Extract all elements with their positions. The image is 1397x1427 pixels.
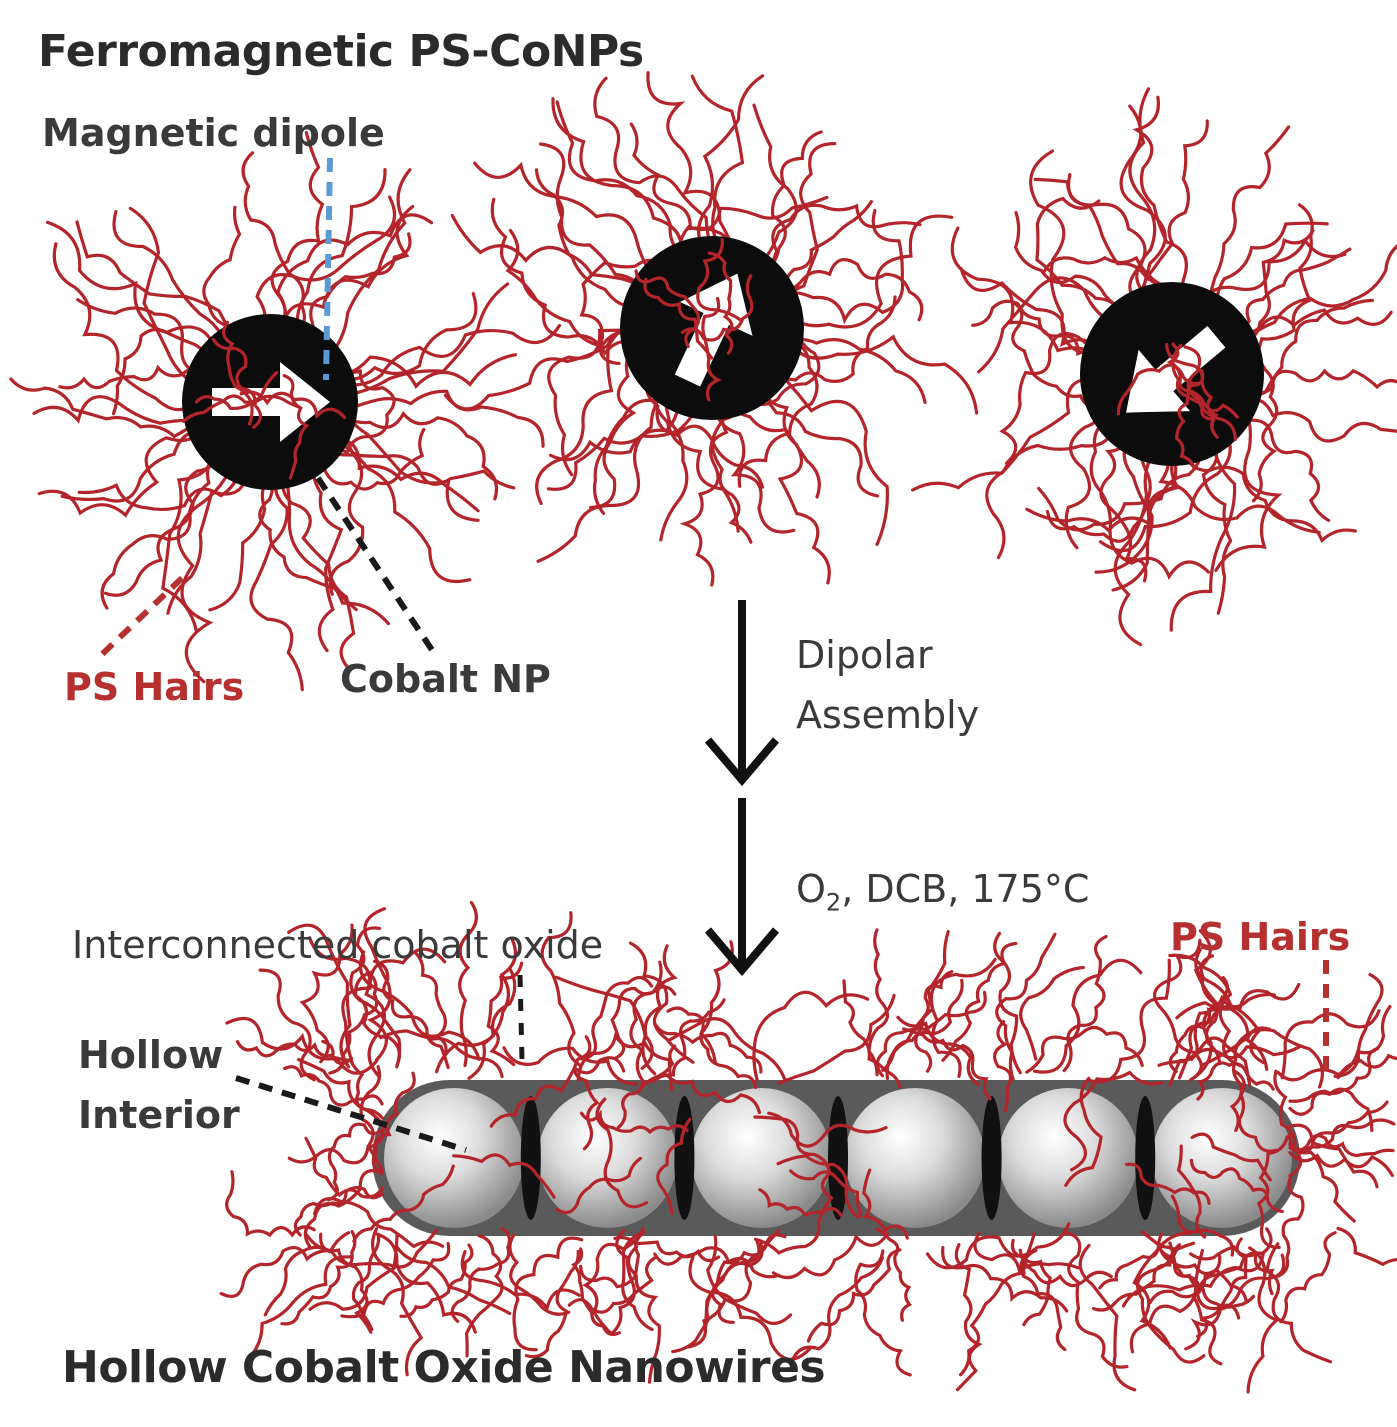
polymer-hair [1290,1048,1378,1101]
polymer-hair [808,1250,900,1341]
nanowire-layer [372,1080,1300,1236]
polymer-hair [78,300,208,374]
ps-hairs-label-bottom: PS Hairs [1170,918,1350,956]
reaction-conditions: O2, DCB, 175°C [796,870,1089,915]
top-title: Ferromagnetic PS-CoNPs [38,30,644,74]
polymer-hair [325,170,410,362]
condition-o: O [796,867,826,911]
polymer-hair [227,1172,315,1235]
polymer-hair [773,366,887,544]
bottom-title: Hollow Cobalt Oxide Nanowires [62,1346,825,1390]
cobalt-np-label: Cobalt NP [340,660,551,698]
polymer-hair [648,73,739,262]
polymer-hair [1064,937,1106,1071]
sphere-junction [828,1096,848,1220]
polymer-hair [778,216,952,327]
interconnected-leader [520,975,522,1060]
sphere-junction [982,1096,1002,1220]
condition-rest: , DCB, 175°C [841,867,1089,911]
process-arrows-layer [708,600,776,970]
polymer-hair [1034,960,1140,1072]
polymer-hair [1267,1244,1330,1362]
polymer-hair [773,1234,887,1278]
hollow-label-line1: Hollow [78,1036,223,1074]
condition-subscript: 2 [826,889,841,917]
polymer-hair [106,444,218,595]
polymer-hair [1027,1027,1142,1072]
polymer-hair [1021,968,1084,1060]
polymer-hair [997,934,1055,1079]
hollow-label-line2: Interior [78,1096,240,1134]
polymer-hair [1144,121,1207,303]
polymer-hair [251,469,302,690]
polymer-hair [595,396,689,514]
oxidation-arrow-icon [708,798,776,970]
cobalt-np-leader [318,478,432,650]
dipolar-assembly-arrow-icon [708,600,776,780]
interconnected-label: Interconnected cobalt oxide [72,926,603,964]
polymer-hair [1020,1250,1111,1285]
polymer-hair [538,386,669,561]
polymer-hair [334,326,559,385]
sphere-junction [674,1096,694,1220]
dipolar-label-line2: Assembly [796,696,979,734]
hollow-sphere [845,1088,985,1228]
sphere-junction [1135,1096,1155,1220]
polymer-hair [975,1233,1078,1271]
polymer-hair [995,933,1021,1072]
magnetic-dipole-label: Magnetic dipole [42,114,385,152]
polymer-hair [669,1019,785,1080]
polymer-hair [210,470,273,610]
polymer-hair [1338,1228,1397,1276]
sphere-junction [521,1096,541,1220]
polymer-hair [452,216,651,306]
polymer-hair [701,942,732,1063]
ps-hairs-label-top: PS Hairs [64,668,244,706]
dipolar-label-line1: Dipolar [796,636,933,674]
polymer-hair [1089,960,1169,1082]
polymer-hair [377,1234,476,1332]
polymer-hair [48,222,218,358]
polymer-hair [1290,1153,1392,1176]
